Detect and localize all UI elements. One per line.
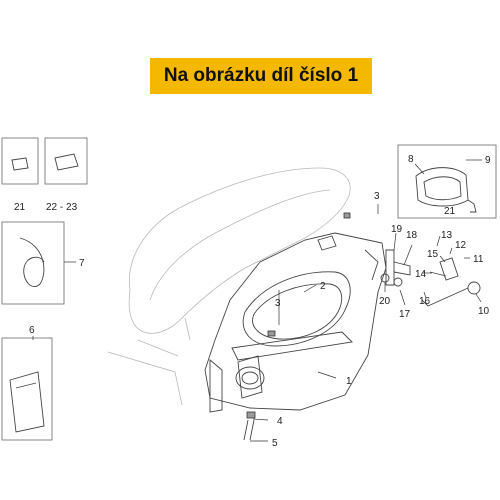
bolt-5: [243, 411, 256, 441]
frame-ghost: [107, 339, 183, 406]
seat-outline: [128, 167, 351, 341]
callout-5: 5: [272, 438, 278, 449]
banner-text: Na obrázku díl číslo 1: [163, 65, 359, 86]
callout-12: 12: [455, 240, 467, 251]
highlight-banner: Na obrázku díl číslo 1: [150, 58, 372, 94]
callout-7: 7: [79, 258, 85, 269]
callout-20: 20: [379, 296, 391, 307]
callout-14: 14: [415, 269, 427, 280]
callout-10: 10: [478, 306, 490, 317]
inset-6: [1, 337, 53, 441]
callout-16: 16: [419, 296, 431, 307]
callout-21-left: 21: [14, 202, 26, 213]
callout-8: 8: [408, 154, 414, 165]
callout-19: 19: [391, 224, 403, 235]
callout-2: 2: [320, 281, 326, 292]
inset-21: [1, 137, 39, 185]
callout-9: 9: [485, 155, 491, 166]
callout-15: 15: [427, 249, 439, 260]
callout-18: 18: [406, 230, 418, 241]
helmet-compartment-body: [204, 212, 387, 413]
callout-17: 17: [399, 309, 411, 320]
callout-1: 1: [346, 376, 352, 387]
callout-labels: 1 2 3 3 4 5 6 7 8 9 10 11 12 13 14 15 16…: [14, 154, 491, 449]
callout-3-top: 3: [374, 191, 380, 202]
callout-21-inset: 21: [444, 206, 456, 217]
callout-13: 13: [441, 230, 453, 241]
callout-3-bottom: 3: [275, 298, 281, 309]
inset-8-9: [397, 144, 497, 219]
callout-4: 4: [277, 416, 283, 427]
callout-22-23: 22 - 23: [46, 202, 78, 213]
leader-lines: [32, 159, 482, 442]
inset-22-23: [44, 137, 88, 185]
callout-6: 6: [29, 325, 35, 336]
inset-7: [1, 221, 65, 305]
callout-11: 11: [473, 254, 484, 265]
